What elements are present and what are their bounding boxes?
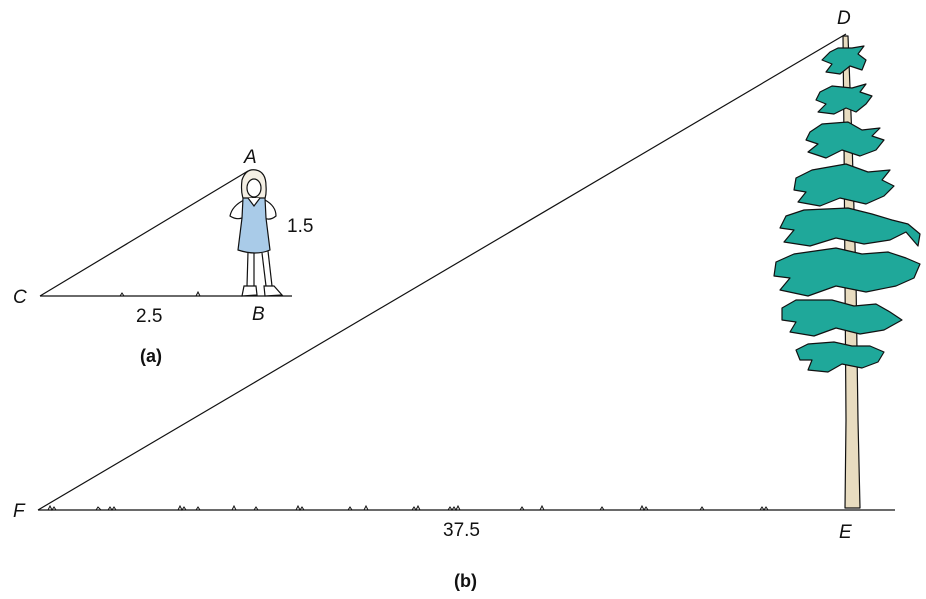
hypotenuse-ca [39, 170, 249, 297]
label-point-d: D [837, 8, 851, 29]
label-height-ab: 1.5 [287, 216, 313, 237]
caption-a: (a) [140, 346, 162, 366]
hypotenuse-fd [37, 33, 847, 511]
label-point-e: E [839, 522, 852, 543]
girl-figure [229, 169, 284, 297]
label-base-fe: 37.5 [443, 520, 480, 541]
label-point-a: A [243, 147, 257, 168]
figure-b: D F E 37.5 (b) [13, 8, 921, 591]
label-point-c: C [13, 287, 27, 308]
label-point-b: B [252, 304, 265, 325]
figure-a: A C B 1.5 2.5 (a) [13, 147, 313, 366]
grass-tufts-b [47, 504, 769, 511]
tree-foliage [773, 45, 921, 373]
caption-b: (b) [454, 571, 477, 591]
tree-figure [773, 35, 921, 509]
label-base-cb: 2.5 [136, 306, 162, 327]
label-point-f: F [13, 501, 26, 522]
